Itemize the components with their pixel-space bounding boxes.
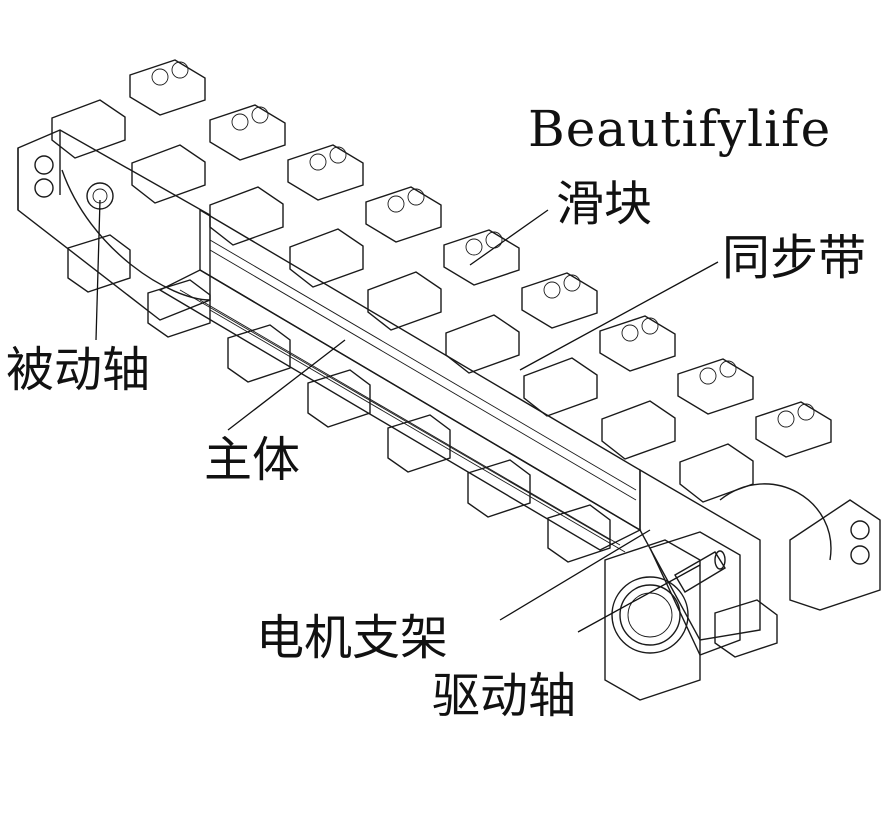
slider-5 xyxy=(367,229,520,331)
label-slider: 滑块 xyxy=(556,176,653,232)
passive-shaft-leader xyxy=(95,199,101,341)
label-main-body: 主体 xyxy=(204,432,301,488)
brand-watermark: Beautifylife xyxy=(528,100,832,158)
slider-2 xyxy=(131,104,286,204)
belt-leader xyxy=(519,261,719,371)
slider-1 xyxy=(51,59,206,159)
drive-shaft xyxy=(674,550,726,593)
bracket-leader xyxy=(499,529,651,621)
label-passive-shaft: 被动轴 xyxy=(6,342,151,398)
slider-leader xyxy=(469,209,549,266)
slider-7 xyxy=(523,315,676,417)
slider-3 xyxy=(209,144,364,246)
label-motor-bracket: 电机支架 xyxy=(256,610,449,666)
slider-6 xyxy=(445,272,598,374)
motor-end-block xyxy=(639,468,881,641)
slider-9 xyxy=(679,401,832,503)
leader-lines xyxy=(95,199,719,633)
slider-4 xyxy=(289,186,442,288)
label-drive-shaft: 驱动轴 xyxy=(432,668,577,724)
slider-8 xyxy=(601,358,754,460)
body-leader xyxy=(227,339,346,431)
passive-end-block xyxy=(17,129,211,321)
motor-bracket xyxy=(604,531,741,701)
sliders xyxy=(51,59,832,503)
return-sliders xyxy=(67,234,778,658)
drive-shaft-leader xyxy=(577,564,701,633)
label-timing-belt: 同步带 xyxy=(722,230,867,286)
main-body-rail xyxy=(158,208,642,553)
